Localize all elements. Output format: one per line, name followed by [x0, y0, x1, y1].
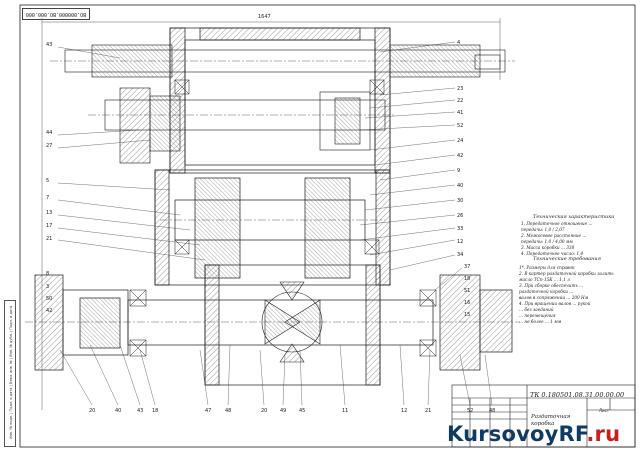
pos-label: 48	[225, 408, 231, 414]
list-item: передачи: 1,0 / 2,07	[521, 227, 565, 232]
drawing-title: Раздаточная коробка	[531, 414, 581, 428]
list-item: раздаточной коробки ...	[519, 289, 574, 294]
pos-label: 48	[489, 408, 495, 414]
pos-label: 30	[457, 198, 463, 204]
housing-middle	[154, 169, 391, 286]
position-labels-bottom: 20 40 43 18 47 48 20 49 45 11 12 21 52 4…	[89, 408, 495, 414]
pos-label: 12	[401, 408, 407, 414]
pos-label: 12	[457, 239, 463, 245]
pos-label: 20	[89, 408, 95, 414]
pos-label: 5	[46, 178, 49, 184]
pos-label: 21	[425, 408, 431, 414]
housing-upper	[169, 27, 391, 174]
pos-label: 40	[457, 183, 463, 189]
list-item: 1*. Размеры для справок	[519, 265, 575, 270]
pos-label: 50	[46, 296, 52, 302]
side-stamp-strip: Инв. № подл. | Подп. и дата | Взам. инв.…	[4, 300, 16, 447]
leaders-bottom	[59, 344, 493, 406]
pos-label: 15	[464, 312, 470, 318]
list-item: валов в сопряжении ... 200 Нм	[519, 295, 589, 300]
pos-label: 8	[46, 271, 49, 277]
pos-label: 21	[46, 236, 52, 242]
pos-label: 47	[205, 408, 211, 414]
pos-label: 33	[457, 226, 463, 232]
watermark-suffix: .ru	[586, 422, 621, 446]
sheet-border	[19, 4, 636, 448]
pos-label: 18	[152, 408, 158, 414]
pos-label: 44	[46, 130, 52, 136]
pos-label: 34	[457, 252, 463, 258]
pos-label: 9	[457, 168, 460, 174]
pos-label: 45	[299, 408, 305, 414]
pos-label: 43	[137, 408, 143, 414]
pos-label: 20	[261, 408, 267, 414]
pos-label: 52	[457, 123, 463, 129]
list-item: 3. При сборке обеспечить ...	[519, 283, 584, 288]
differential-gears	[261, 281, 323, 363]
list-item: 2. В картер раздаточной коробки залить	[519, 271, 614, 276]
side-strip-text: Инв. № подл. | Подп. и дата | Взам. инв.…	[9, 305, 13, 439]
position-labels-right: 4 23 22 41 52 24 42 9 40 30 26 33 12 34 …	[457, 40, 470, 318]
title-block	[451, 384, 636, 448]
list-item: 3. Масса коробки ... 338	[521, 245, 575, 250]
pos-label: 42	[457, 153, 463, 159]
pos-label: 11	[342, 408, 348, 414]
pos-label: 7	[46, 195, 49, 201]
drawing-title-line1: Раздаточная	[531, 414, 571, 420]
pos-label: 51	[464, 288, 470, 294]
position-labels-left: 43 44 27 5 7 13 17 21 8 3 50 42	[46, 42, 52, 314]
pos-label: 42	[46, 308, 52, 314]
pos-label: 43	[46, 42, 52, 48]
list-item: 1. Передаточное отношение ...	[521, 221, 593, 226]
pos-label: 23	[457, 86, 463, 92]
drawing-code-stamp: ВО.000000.ВО.000.000	[22, 8, 90, 20]
list-item: 4. Передаточное число: 1,4	[521, 251, 584, 256]
leaders-right	[359, 41, 463, 291]
leaders-left	[57, 46, 206, 261]
pos-label: 24	[457, 138, 463, 144]
tech-characteristics-title: Техническая характеристика	[533, 214, 615, 220]
list-item: ... без заеданий	[519, 307, 554, 312]
pos-label: 4	[457, 40, 460, 46]
drawing-title-line2: коробка	[531, 421, 555, 427]
pos-label: 17	[46, 223, 52, 229]
pos-label: 3	[46, 284, 49, 290]
pos-label: 49	[280, 408, 286, 414]
second-shaft	[88, 87, 395, 164]
watermark-logo: KursovoyRF.ru	[447, 422, 620, 446]
output-shaft	[25, 264, 520, 386]
pos-label: 18	[464, 276, 470, 282]
pos-label: 37	[464, 264, 470, 270]
pos-label: 13	[46, 210, 52, 216]
list-item: 4. При вращении валов ... рукой	[519, 301, 591, 306]
tech-requirements-list: 1*. Размеры для справок 2. В картер разд…	[519, 265, 625, 325]
bearings	[129, 79, 437, 357]
sheet-label: Лист	[599, 408, 610, 413]
list-item: 2. Межосевое расстояние ...	[521, 233, 587, 238]
list-item: ... не более ... 1 мм	[519, 319, 562, 324]
drawing-designation: ТК 0.180501.08.31.00.00.00	[530, 391, 625, 399]
pos-label: 40	[115, 408, 121, 414]
list-item: масло ТСп-15К ... 1,1 л	[519, 277, 570, 282]
tech-characteristics-list: 1. Передаточное отношение ... передачи: …	[521, 221, 621, 257]
list-item: ... перемещения	[519, 313, 556, 318]
list-item: передачи: 1,0 / 4,00 мм	[521, 239, 573, 244]
pos-label: 16	[464, 300, 470, 306]
pos-label: 27	[46, 143, 52, 149]
overall-dimension-value: 1647	[258, 14, 271, 20]
watermark-main: KursovoyRF	[447, 422, 587, 446]
pos-label: 22	[457, 98, 463, 104]
top-shaft	[50, 44, 515, 78]
pos-label: 26	[457, 213, 463, 219]
tech-requirements-title: Технические требования	[533, 256, 601, 262]
pos-label: 41	[457, 110, 463, 116]
